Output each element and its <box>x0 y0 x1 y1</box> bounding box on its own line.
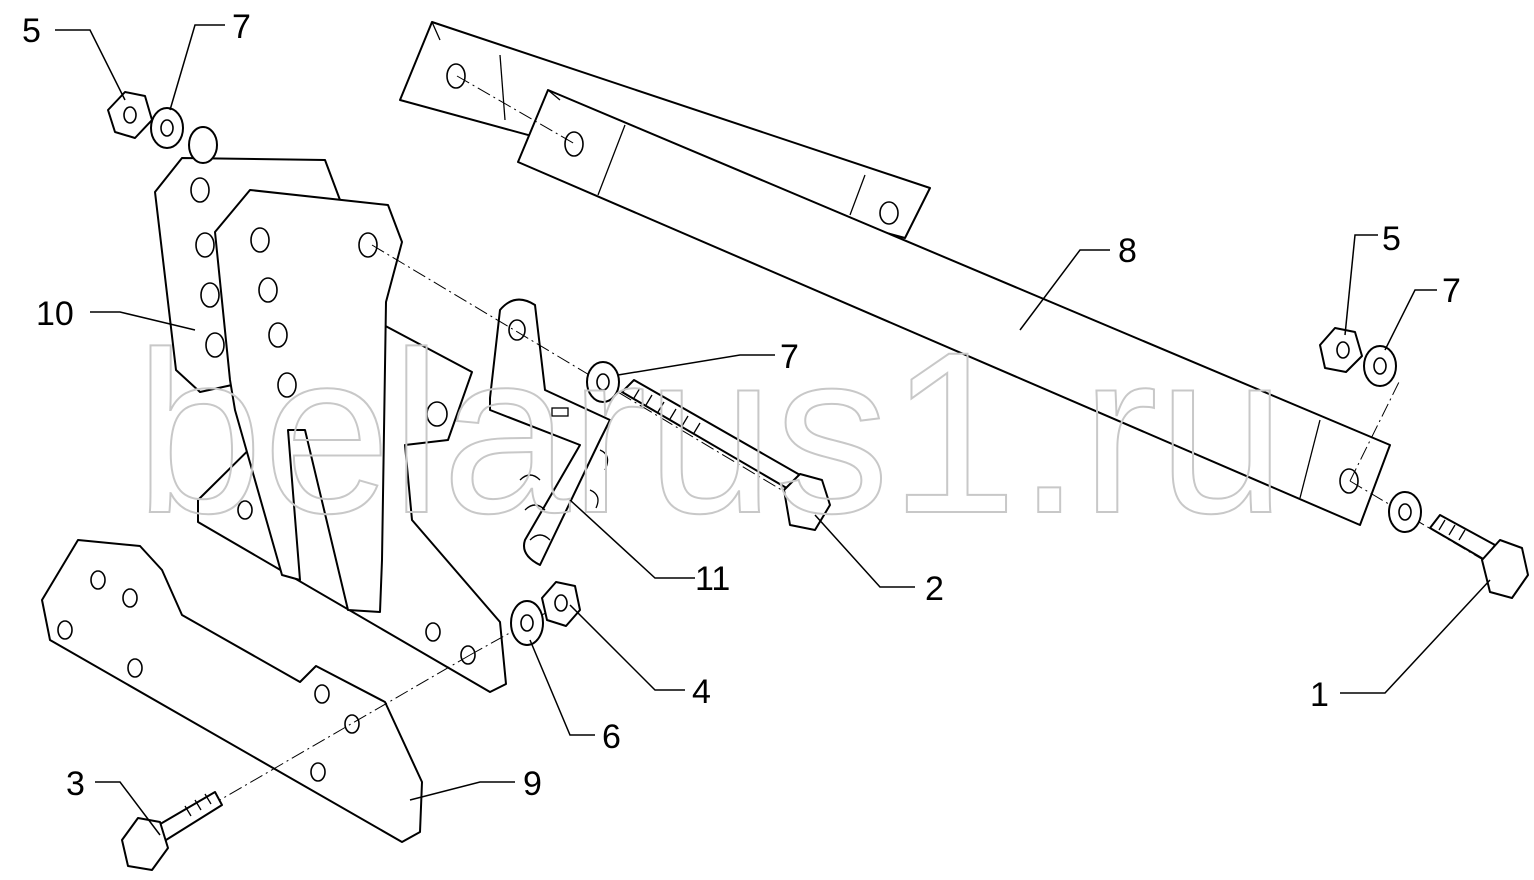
front-bar <box>517 89 1391 526</box>
part-11-bracket <box>489 298 611 566</box>
plate-10-front <box>214 189 403 613</box>
washer-7-right <box>1363 345 1397 387</box>
callout-5: 5 <box>22 12 41 50</box>
callout-7: 7 <box>232 8 251 46</box>
callout-11: 11 <box>695 560 730 598</box>
nut-4 <box>541 581 581 627</box>
bolt-1 <box>1429 514 1529 599</box>
callout-3: 3 <box>66 765 85 803</box>
bolt-2 <box>621 379 831 531</box>
washer-6 <box>510 600 544 646</box>
plate-9 <box>41 539 423 843</box>
callout-1: 1 <box>1310 676 1329 714</box>
callout-6: 6 <box>602 718 621 756</box>
nut-5-right <box>1319 327 1363 373</box>
nut-5-top <box>107 91 153 139</box>
callout-7: 7 <box>1442 272 1461 310</box>
leader-lines <box>55 24 1491 836</box>
callout-9: 9 <box>523 765 542 803</box>
washer-7-mid <box>586 361 620 403</box>
callout-5: 5 <box>1382 220 1401 258</box>
callout-10: 10 <box>36 295 74 333</box>
washer-7-top <box>150 107 218 164</box>
washer-right-lower <box>1388 491 1422 533</box>
callout-2: 2 <box>925 570 944 608</box>
watermark: belarus1.ru <box>135 304 1286 561</box>
callout-4: 4 <box>692 673 711 711</box>
callout-7: 7 <box>780 338 799 376</box>
callout-8: 8 <box>1118 232 1137 270</box>
